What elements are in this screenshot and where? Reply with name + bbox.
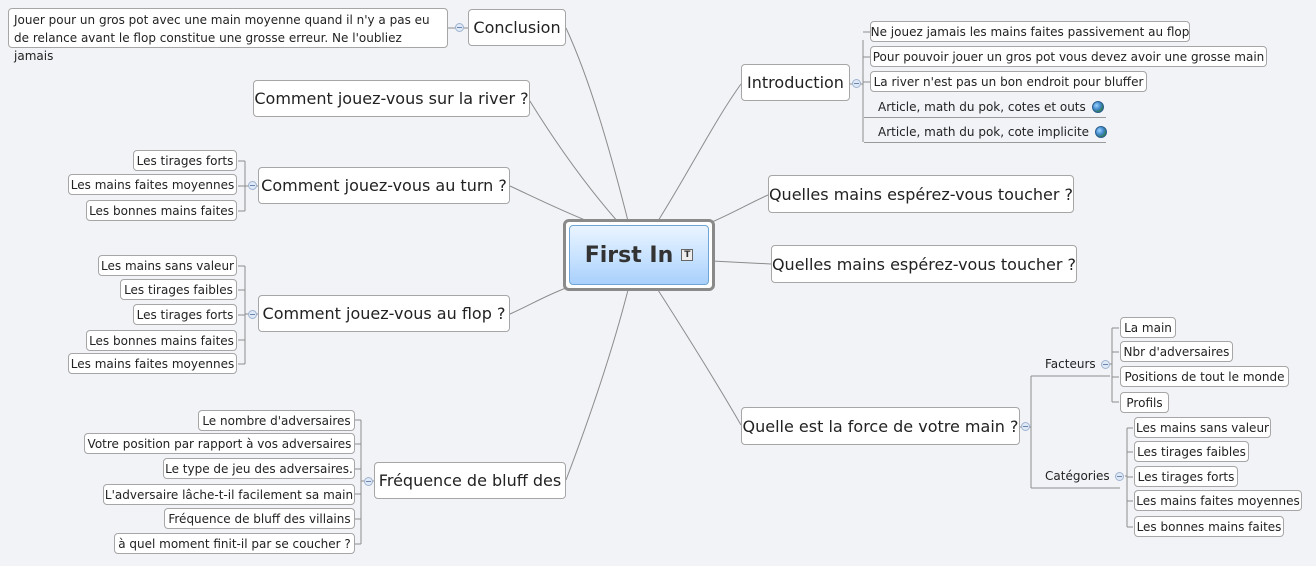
collapse-icon[interactable]	[1101, 360, 1110, 369]
bluff-item[interactable]: Votre position par rapport à vos adversa…	[84, 433, 355, 454]
intro-item[interactable]: Ne jouez jamais les mains faites passive…	[870, 21, 1190, 42]
flop-item[interactable]: Les mains sans valeur	[98, 255, 237, 276]
factor-item[interactable]: Nbr d'adversaires	[1120, 341, 1233, 362]
central-topic-title: First In	[584, 242, 674, 268]
topic-force[interactable]: Quelle est la force de votre main ?	[741, 407, 1020, 445]
topic-river[interactable]: Comment jouez-vous sur la river ?	[253, 80, 530, 117]
collapse-icon[interactable]	[455, 23, 464, 32]
intro-link-item[interactable]: Article, math du pok, cotes et outs	[864, 97, 1106, 118]
factors-label[interactable]: Facteurs	[1045, 357, 1096, 371]
topic-bluff[interactable]: Fréquence de bluff des	[374, 462, 566, 499]
globe-icon[interactable]	[1091, 101, 1104, 113]
collapse-icon[interactable]	[852, 79, 861, 88]
topic-introduction[interactable]: Introduction	[741, 64, 850, 101]
category-item[interactable]: Les mains sans valeur	[1134, 417, 1271, 438]
intro-item[interactable]: La river n'est pas un bon endroit pour b…	[870, 71, 1147, 92]
intro-link-label: Article, math du pok, cotes et outs	[878, 100, 1086, 114]
globe-icon[interactable]	[1095, 126, 1108, 138]
collapse-icon[interactable]	[1021, 422, 1030, 431]
flop-item[interactable]: Les bonnes mains faites	[86, 330, 237, 351]
category-item[interactable]: Les tirages faibles	[1134, 441, 1249, 462]
central-topic-body: First In T	[569, 225, 709, 285]
collapse-icon[interactable]	[248, 181, 257, 190]
topic-hope[interactable]: Quelles mains espérez-vous toucher ?	[771, 245, 1077, 283]
bluff-item[interactable]: Le nombre d'adversaires	[198, 410, 355, 431]
topic-flop[interactable]: Comment jouez-vous au flop ?	[258, 295, 510, 332]
factor-item[interactable]: La main	[1120, 317, 1176, 338]
bluff-item[interactable]: Le type de jeu des adversaires.	[163, 458, 355, 479]
topic-turn[interactable]: Comment jouez-vous au turn ?	[258, 167, 510, 204]
collapse-icon[interactable]	[248, 310, 257, 319]
flop-item[interactable]: Les tirages faibles	[120, 279, 237, 300]
central-topic[interactable]: First In T	[563, 219, 715, 291]
flop-item[interactable]: Les mains faites moyennes	[68, 353, 237, 374]
intro-link-label: Article, math du pok, cote implicite	[878, 125, 1090, 139]
topic-conclusion[interactable]: Conclusion	[468, 9, 566, 46]
category-item[interactable]: Les tirages forts	[1134, 466, 1238, 487]
turn-item[interactable]: Les bonnes mains faites	[86, 200, 237, 221]
flop-item[interactable]: Les tirages forts	[133, 304, 237, 325]
category-item[interactable]: Les mains faites moyennes	[1134, 490, 1302, 511]
bluff-item[interactable]: à quel moment finit-il par se coucher ?	[114, 533, 355, 554]
collapse-icon[interactable]	[364, 477, 373, 486]
factor-item[interactable]: Profils	[1120, 392, 1169, 413]
turn-item[interactable]: Les tirages forts	[133, 150, 237, 171]
categories-label[interactable]: Catégories	[1045, 469, 1110, 483]
conclusion-note[interactable]: Jouer pour un gros pot avec une main moy…	[8, 8, 448, 63]
factor-item[interactable]: Positions de tout le monde	[1120, 366, 1289, 387]
turn-item[interactable]: Les mains faites moyennes	[68, 174, 237, 195]
collapse-icon[interactable]	[1115, 472, 1124, 481]
category-item[interactable]: Les bonnes mains faites	[1134, 516, 1284, 537]
intro-link-item[interactable]: Article, math du pok, cote implicite	[864, 122, 1108, 143]
bluff-item[interactable]: Fréquence de bluff des villains	[164, 508, 355, 529]
intro-item[interactable]: Pour pouvoir jouer un gros pot vous deve…	[870, 46, 1267, 67]
topic-hope[interactable]: Quelles mains espérez-vous toucher ?	[768, 175, 1074, 213]
text-note-icon[interactable]: T	[681, 249, 694, 261]
bluff-item[interactable]: L'adversaire lâche-t-il facilement sa ma…	[103, 484, 355, 505]
